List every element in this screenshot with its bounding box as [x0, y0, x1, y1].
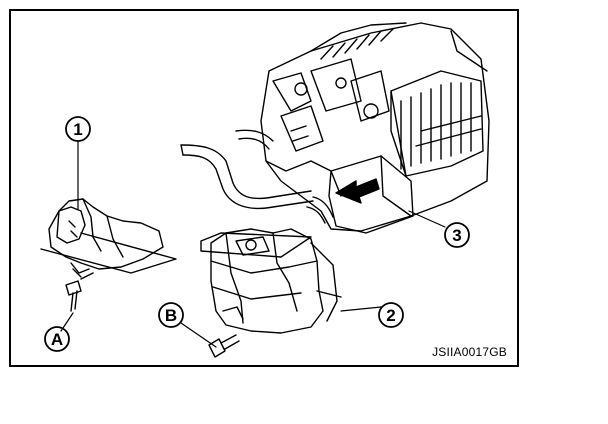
- callout-3-label: 3: [452, 226, 461, 245]
- lower-unit-component-2: [200, 228, 342, 334]
- callout-circles: [44, 116, 470, 352]
- figure-code: JSIIA0017GB: [432, 345, 507, 359]
- callout-a-label: A: [51, 330, 63, 349]
- duct-component-1: [40, 198, 177, 278]
- screw-a: [65, 272, 94, 312]
- heater-unit-assembly: [260, 22, 490, 234]
- leader-lines: [60, 140, 446, 348]
- exploded-diagram: 1 A B 2 3: [40, 22, 490, 358]
- heater-hose: [180, 129, 334, 224]
- callout-1-label: 1: [73, 120, 82, 139]
- screw-b: [208, 334, 240, 358]
- figure-frame: 1 A B 2 3 JSIIA0017GB: [9, 9, 519, 367]
- callout-2-label: 2: [386, 306, 395, 325]
- callout-b-label: B: [165, 306, 177, 325]
